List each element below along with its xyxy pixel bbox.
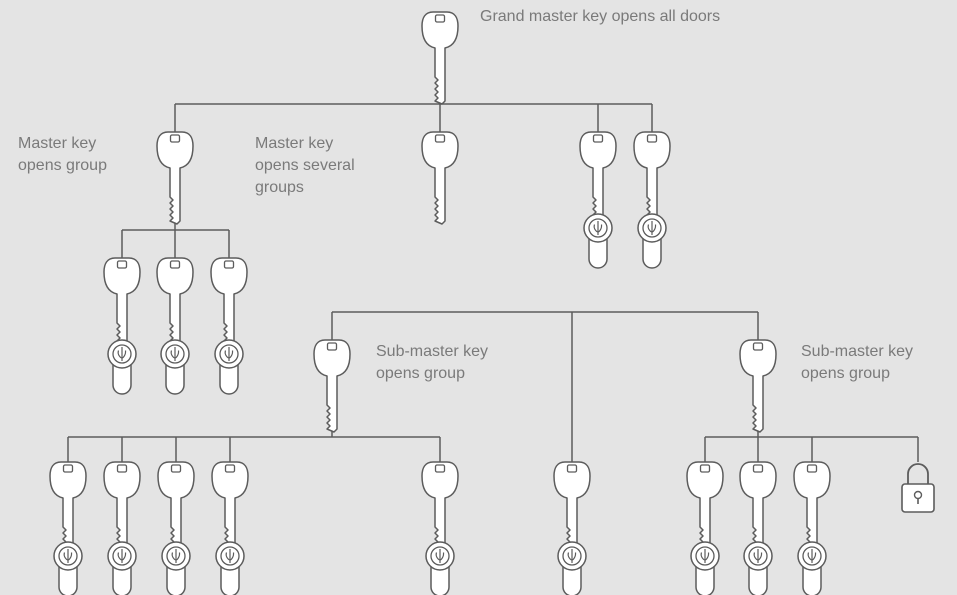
lock-cylinder-icon	[637, 213, 667, 269]
sub-master-right-label-line2: opens group	[801, 365, 890, 382]
sub-master-center-label: Sub-master key opens group	[376, 341, 488, 385]
key-icon	[739, 461, 777, 555]
key-icon	[103, 461, 141, 555]
lock-cylinder-icon	[53, 541, 83, 595]
sub-master-key-center-icon	[313, 339, 351, 433]
lock-cylinder-icon	[690, 541, 720, 595]
master-key-several-label-line3: groups	[255, 179, 304, 196]
connector-lines	[67, 80, 919, 462]
lock-cylinder-icon	[107, 541, 137, 595]
grand-master-label-text: Grand master key opens all doors	[480, 8, 721, 25]
master-key-group-label: Master key opens group	[18, 133, 107, 177]
lock-cylinder-icon	[797, 541, 827, 595]
master-key-several-icon	[421, 131, 459, 225]
key-icon	[579, 131, 617, 225]
master-key-several-label-line2: opens several	[255, 157, 355, 174]
key-icon	[103, 257, 141, 351]
key-icon	[210, 257, 248, 351]
sub-master-key-right-icon	[739, 339, 777, 433]
key-icon	[157, 461, 195, 555]
padlock-icon	[901, 463, 935, 513]
master-key-group-label-line2: opens group	[18, 157, 107, 174]
key-icon	[156, 257, 194, 351]
lock-cylinder-icon	[743, 541, 773, 595]
sub-master-center-label-line1: Sub-master key	[376, 343, 489, 360]
master-key-group-icon	[156, 131, 194, 225]
master-key-several-label: Master key opens several groups	[255, 133, 355, 199]
master-key-group-label-line1: Master key	[18, 135, 97, 152]
grand-master-label: Grand master key opens all doors	[480, 6, 720, 28]
key-icon	[553, 461, 591, 555]
sub-master-center-label-line2: opens group	[376, 365, 465, 382]
key-icon	[793, 461, 831, 555]
lock-cylinder-icon	[215, 541, 245, 595]
lock-cylinder-icon	[161, 541, 191, 595]
key-icon	[633, 131, 671, 225]
master-key-several-label-line1: Master key	[255, 135, 334, 152]
sub-master-right-label-line1: Sub-master key	[801, 343, 914, 360]
lock-cylinder-icon	[425, 541, 455, 595]
lock-cylinder-icon	[583, 213, 613, 269]
key-icon	[49, 461, 87, 555]
lock-cylinder-icon	[107, 339, 137, 395]
lock-cylinder-icon	[214, 339, 244, 395]
grand-master-key-icon	[421, 11, 459, 105]
key-icon	[211, 461, 249, 555]
key-icon	[686, 461, 724, 555]
key-icon	[421, 461, 459, 555]
sub-master-right-label: Sub-master key opens group	[801, 341, 913, 385]
lock-cylinder-icon	[160, 339, 190, 395]
lock-cylinder-icon	[557, 541, 587, 595]
